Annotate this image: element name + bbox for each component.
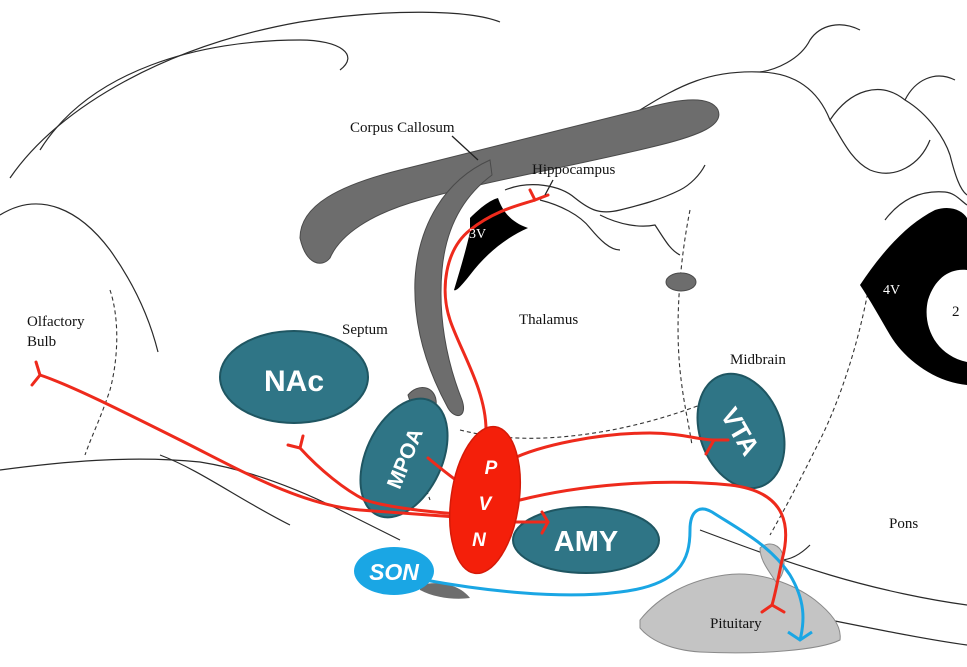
thalamus-right-boundary bbox=[678, 210, 692, 445]
pituitary bbox=[640, 574, 840, 653]
thalamus-label: Thalamus bbox=[519, 312, 578, 328]
pons-bottom bbox=[830, 620, 967, 645]
vta-region: VTA bbox=[682, 362, 799, 501]
fourth-ventricle bbox=[860, 208, 967, 385]
amy-label: AMY bbox=[554, 526, 618, 558]
corpus-callosum-label: Corpus Callosum bbox=[350, 120, 455, 136]
midbrain-boundary bbox=[770, 280, 870, 535]
pvn-letter-n: N bbox=[472, 530, 487, 551]
cerebellum-fold-1 bbox=[830, 120, 930, 173]
ventral-floor-2 bbox=[160, 455, 290, 525]
cortex-outline bbox=[10, 12, 500, 178]
fourth-ventricle-side-label: 2 bbox=[952, 304, 960, 320]
nac-terminal bbox=[288, 436, 303, 448]
hippocampus-inner bbox=[540, 200, 620, 250]
third-ventricle bbox=[454, 198, 528, 290]
cerebellum-fold-3 bbox=[905, 76, 955, 100]
hippocampus-leader bbox=[545, 180, 553, 195]
fourth-ventricle-label: 4V bbox=[883, 283, 900, 298]
pvn-region: P V N bbox=[441, 422, 529, 578]
ventral-floor bbox=[0, 459, 400, 540]
projection-to-vta bbox=[510, 433, 714, 460]
son-region: SON bbox=[354, 547, 434, 595]
nac-label: NAc bbox=[264, 365, 324, 398]
olfactory-bulb-label-line1: Olfactory bbox=[27, 314, 85, 330]
pituitary-label: Pituitary bbox=[710, 616, 762, 632]
third-ventricle-label: 3V bbox=[469, 227, 486, 242]
olfactory-bulb-label-line2: Bulb bbox=[27, 334, 56, 350]
septum-label: Septum bbox=[342, 322, 388, 338]
posterior-commissure bbox=[666, 273, 696, 291]
cerebellum-fold-2 bbox=[760, 25, 860, 72]
olfactory-boundary bbox=[85, 290, 117, 455]
nac-region: NAc bbox=[220, 331, 368, 423]
son-label: SON bbox=[369, 559, 419, 585]
amy-region: AMY bbox=[513, 507, 659, 573]
midbrain-label: Midbrain bbox=[730, 352, 786, 368]
hippocampus-label: Hippocampus bbox=[532, 162, 615, 178]
pons-label: Pons bbox=[889, 516, 918, 532]
thalamus-upper bbox=[600, 215, 680, 255]
cerebellum-fold-4 bbox=[950, 155, 967, 195]
olfactory-terminal bbox=[32, 362, 40, 385]
cortex-inner-fold bbox=[40, 40, 348, 150]
pvn-letter-p: P bbox=[485, 458, 498, 479]
pvn-letter-v: V bbox=[479, 494, 493, 515]
